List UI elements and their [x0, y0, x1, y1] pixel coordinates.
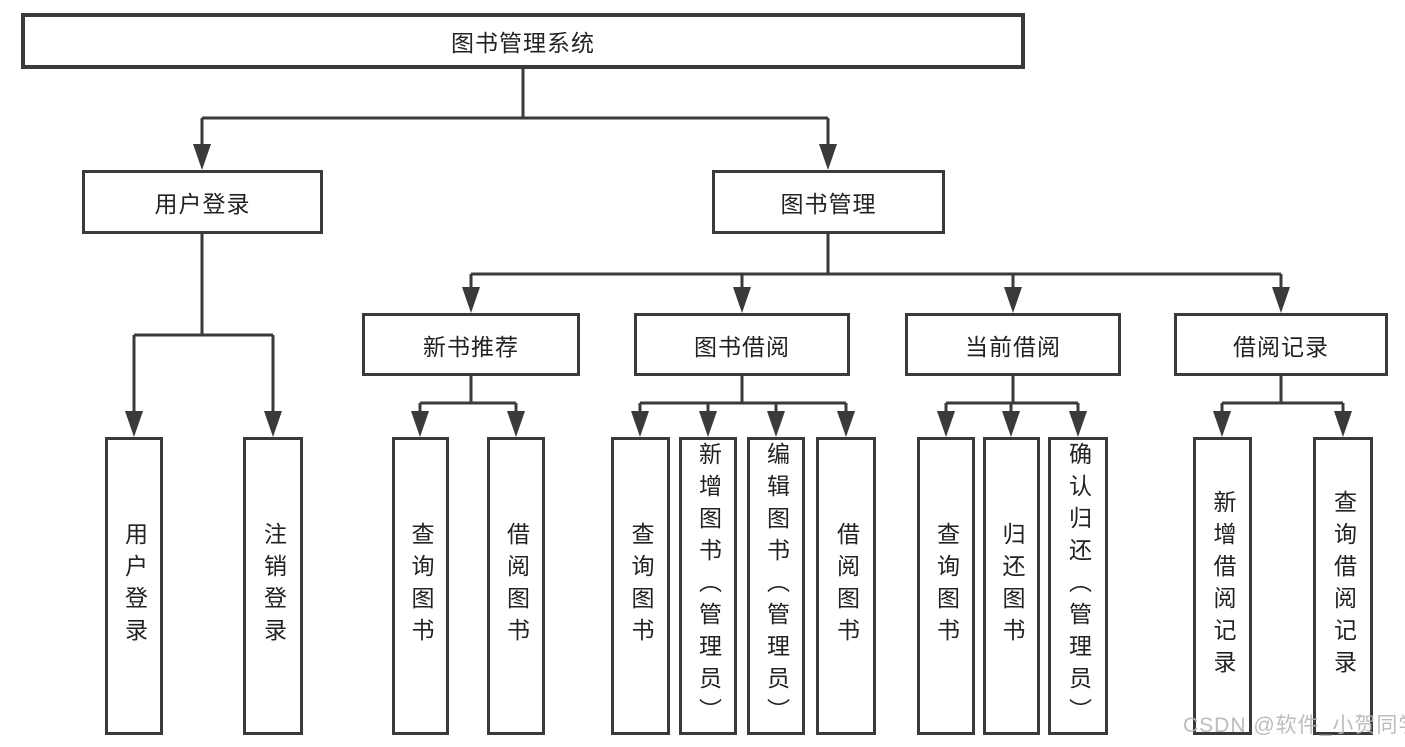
leaf-user-login: 用户登录	[105, 437, 163, 735]
edge-current-to-leaves	[944, 376, 1080, 418]
node-label: 新增图书（管理员）	[695, 442, 722, 730]
node-label: 借阅图书	[833, 522, 860, 650]
leaf-confirm-return-admin: 确认归还（管理员）	[1048, 437, 1108, 735]
edge-userlogin-to-leaves	[132, 234, 275, 418]
node-label: 查询借阅记录	[1330, 490, 1357, 682]
node-label: 图书管理	[780, 191, 877, 217]
node-label: 借阅记录	[1233, 333, 1329, 360]
node-label: 当前借阅	[965, 333, 1061, 360]
leaf-borrow-book-1: 借阅图书	[487, 437, 545, 735]
leaf-query-book-3: 查询图书	[917, 437, 975, 735]
node-label: 用户登录	[154, 191, 251, 217]
node-borrow-record: 借阅记录	[1174, 313, 1388, 376]
node-current-borrow: 当前借阅	[905, 313, 1121, 376]
node-label: 新增借阅记录	[1210, 490, 1236, 682]
node-label: 查询图书	[933, 522, 960, 650]
leaf-borrow-book-2: 借阅图书	[816, 437, 876, 735]
node-label: 编辑图书（管理员）	[763, 442, 790, 730]
node-label: 确认归还（管理员）	[1065, 442, 1092, 730]
node-label: 查询图书	[408, 522, 434, 650]
node-label: 借阅图书	[503, 522, 530, 650]
node-label: 图书借阅	[694, 333, 790, 360]
node-label: 查询图书	[628, 522, 654, 650]
node-system-root: 图书管理系统	[21, 13, 1025, 69]
edge-borrow-to-leaves	[638, 376, 848, 418]
node-book-management: 图书管理	[712, 170, 945, 234]
edge-bookmgmt-to-level3	[469, 234, 1283, 293]
node-label: 注销登录	[260, 522, 287, 650]
edge-newbook-to-leaves	[418, 376, 518, 418]
edge-record-to-leaves	[1220, 376, 1345, 418]
leaf-return-book: 归还图书	[983, 437, 1040, 735]
node-label: 用户登录	[121, 522, 148, 650]
arrowheads	[125, 144, 1352, 437]
leaf-add-book-admin: 新增图书（管理员）	[679, 437, 737, 735]
node-book-borrow: 图书借阅	[634, 313, 850, 376]
watermark: CSDN @软件_小贺同学	[1183, 714, 1405, 737]
leaf-query-book-1: 查询图书	[392, 437, 449, 735]
leaf-query-borrow-record: 查询借阅记录	[1313, 437, 1373, 735]
node-user-login: 用户登录	[82, 170, 323, 234]
leaf-add-borrow-record: 新增借阅记录	[1193, 437, 1252, 735]
node-label: 图书管理系统	[451, 30, 595, 56]
leaf-query-book-2: 查询图书	[611, 437, 670, 735]
node-label: 新书推荐	[423, 333, 519, 360]
leaf-logout: 注销登录	[243, 437, 303, 735]
leaf-edit-book-admin: 编辑图书（管理员）	[747, 437, 805, 735]
node-new-book-recommend: 新书推荐	[362, 313, 580, 376]
edge-root-to-level2	[200, 69, 830, 150]
node-label: 归还图书	[999, 522, 1025, 650]
